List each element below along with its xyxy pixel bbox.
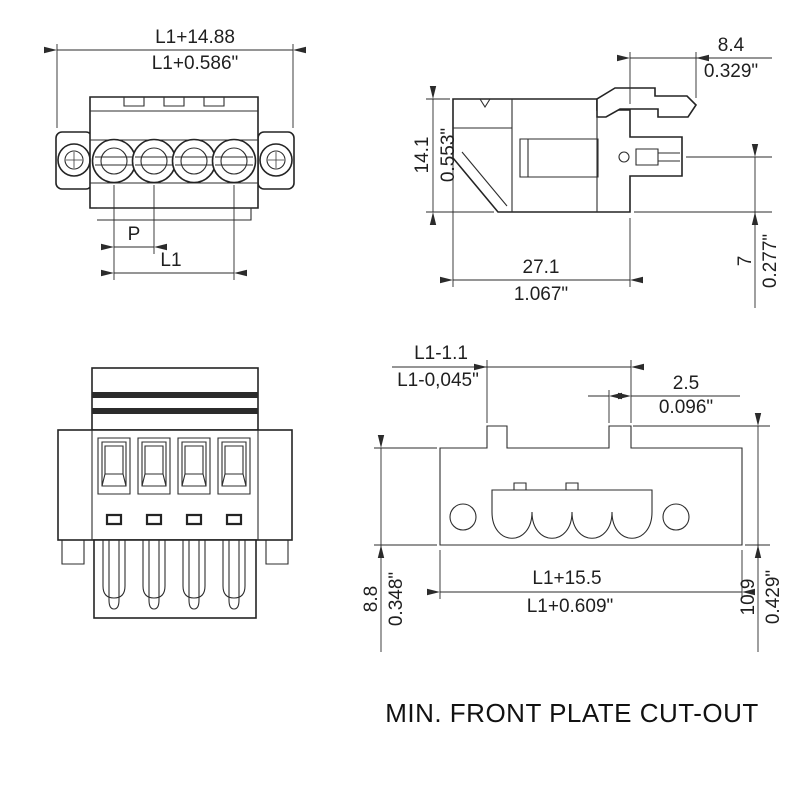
terminal-slot [135, 156, 173, 166]
cutout-outline [439, 425, 743, 546]
latch-in-label: 0.329" [704, 61, 758, 82]
rear-housing [57, 429, 293, 541]
offset-mm-label: 7 [735, 256, 756, 267]
screw-inner-ring [266, 150, 286, 170]
notch-span-mm-label: L1-1.1 [414, 343, 468, 364]
terminal-screw-2 [131, 138, 177, 184]
right-height-in-label: 0.429" [763, 570, 784, 624]
flange-screw-left [57, 143, 91, 177]
cutout-width-in-label: L1+0.609" [527, 596, 614, 617]
side-pivot-hole [618, 151, 630, 163]
terminal-slot [215, 156, 253, 166]
height-in-label: 0.553" [438, 128, 459, 182]
terminal-inner [140, 147, 168, 175]
screw-center-mark [268, 152, 284, 168]
screw-outer-ring [57, 143, 91, 177]
tab-in-label: 0.096" [659, 397, 713, 418]
cutout-view: L1-1.1 L1-0,045" 2.5 0.096" L1+15.5 L1+0… [361, 343, 784, 652]
l1-label: L1 [160, 250, 181, 271]
cutout-silhouette-notches [513, 482, 579, 490]
offset-in-label: 0.277" [760, 234, 781, 288]
rear-rib-band-1 [92, 392, 258, 398]
tab-mm-label: 2.5 [673, 373, 699, 394]
screw-inner-ring [64, 150, 84, 170]
terminal-outer [91, 138, 137, 184]
rear-top-block [91, 367, 259, 431]
side-view-part [452, 87, 698, 213]
extension-lines [426, 52, 772, 287]
cutout-hole-left [449, 503, 477, 531]
front-view-part [55, 96, 295, 221]
left-height-in-label: 0.348" [386, 572, 407, 626]
terminal-screw-4 [211, 138, 257, 184]
overall-width-in-label: L1+0.586" [152, 53, 239, 74]
pitch-label: P [128, 224, 141, 245]
flange-screw-right [259, 143, 293, 177]
depth-mm-label: 27.1 [523, 257, 560, 278]
drawing-title: MIN. FRONT PLATE CUT-OUT [385, 698, 759, 728]
side-latch-lever [596, 87, 698, 118]
left-height-mm-label: 8.8 [361, 586, 382, 612]
overall-width-mm-label: L1+14.88 [155, 27, 235, 48]
terminal-outer [131, 138, 177, 184]
rear-clamp-slots [105, 513, 243, 526]
terminal-screw-3 [171, 138, 217, 184]
terminal-inner [180, 147, 208, 175]
rear-view [57, 367, 293, 619]
height-mm-label: 14.1 [412, 137, 433, 174]
terminal-slot [175, 156, 213, 166]
cutout-plug-silhouette [491, 489, 653, 539]
terminal-outer [171, 138, 217, 184]
rear-pins [108, 540, 240, 610]
terminal-inner [220, 147, 248, 175]
front-body-details [90, 97, 258, 221]
cutout-dimensions: L1-1.1 L1-0,045" 2.5 0.096" L1+15.5 L1+0… [361, 343, 784, 652]
right-height-mm-label: 10.9 [738, 579, 759, 616]
rear-pin-channels [102, 540, 246, 599]
terminal-inner [100, 147, 128, 175]
terminal-outer [211, 138, 257, 184]
screw-outer-ring [259, 143, 293, 177]
rear-windows [97, 437, 251, 495]
depth-in-label: 1.067" [514, 284, 568, 305]
terminal-screw-1 [91, 138, 137, 184]
cutout-hole-right [662, 503, 690, 531]
side-body-outline [452, 98, 683, 213]
side-view: 14.1 0.553" 8.4 0.329" 27.1 1.067" 7 0.2… [412, 35, 781, 308]
rear-rib-band-2 [92, 408, 258, 414]
latch-mm-label: 8.4 [718, 35, 745, 56]
side-view-dimensions: 14.1 0.553" 8.4 0.329" 27.1 1.067" 7 0.2… [412, 35, 781, 308]
cutout-width-mm-label: L1+15.5 [532, 568, 601, 589]
front-view-dimensions: L1+14.88 L1+0.586" P L1 [44, 27, 306, 280]
rear-housing-details [61, 430, 289, 565]
front-view: L1+14.88 L1+0.586" P L1 [44, 27, 306, 280]
side-body-details [453, 98, 680, 212]
terminal-slot [95, 156, 133, 166]
screw-center-mark [66, 152, 82, 168]
notch-span-in-label: L1-0,045" [397, 370, 479, 391]
extension-lines [56, 44, 294, 280]
